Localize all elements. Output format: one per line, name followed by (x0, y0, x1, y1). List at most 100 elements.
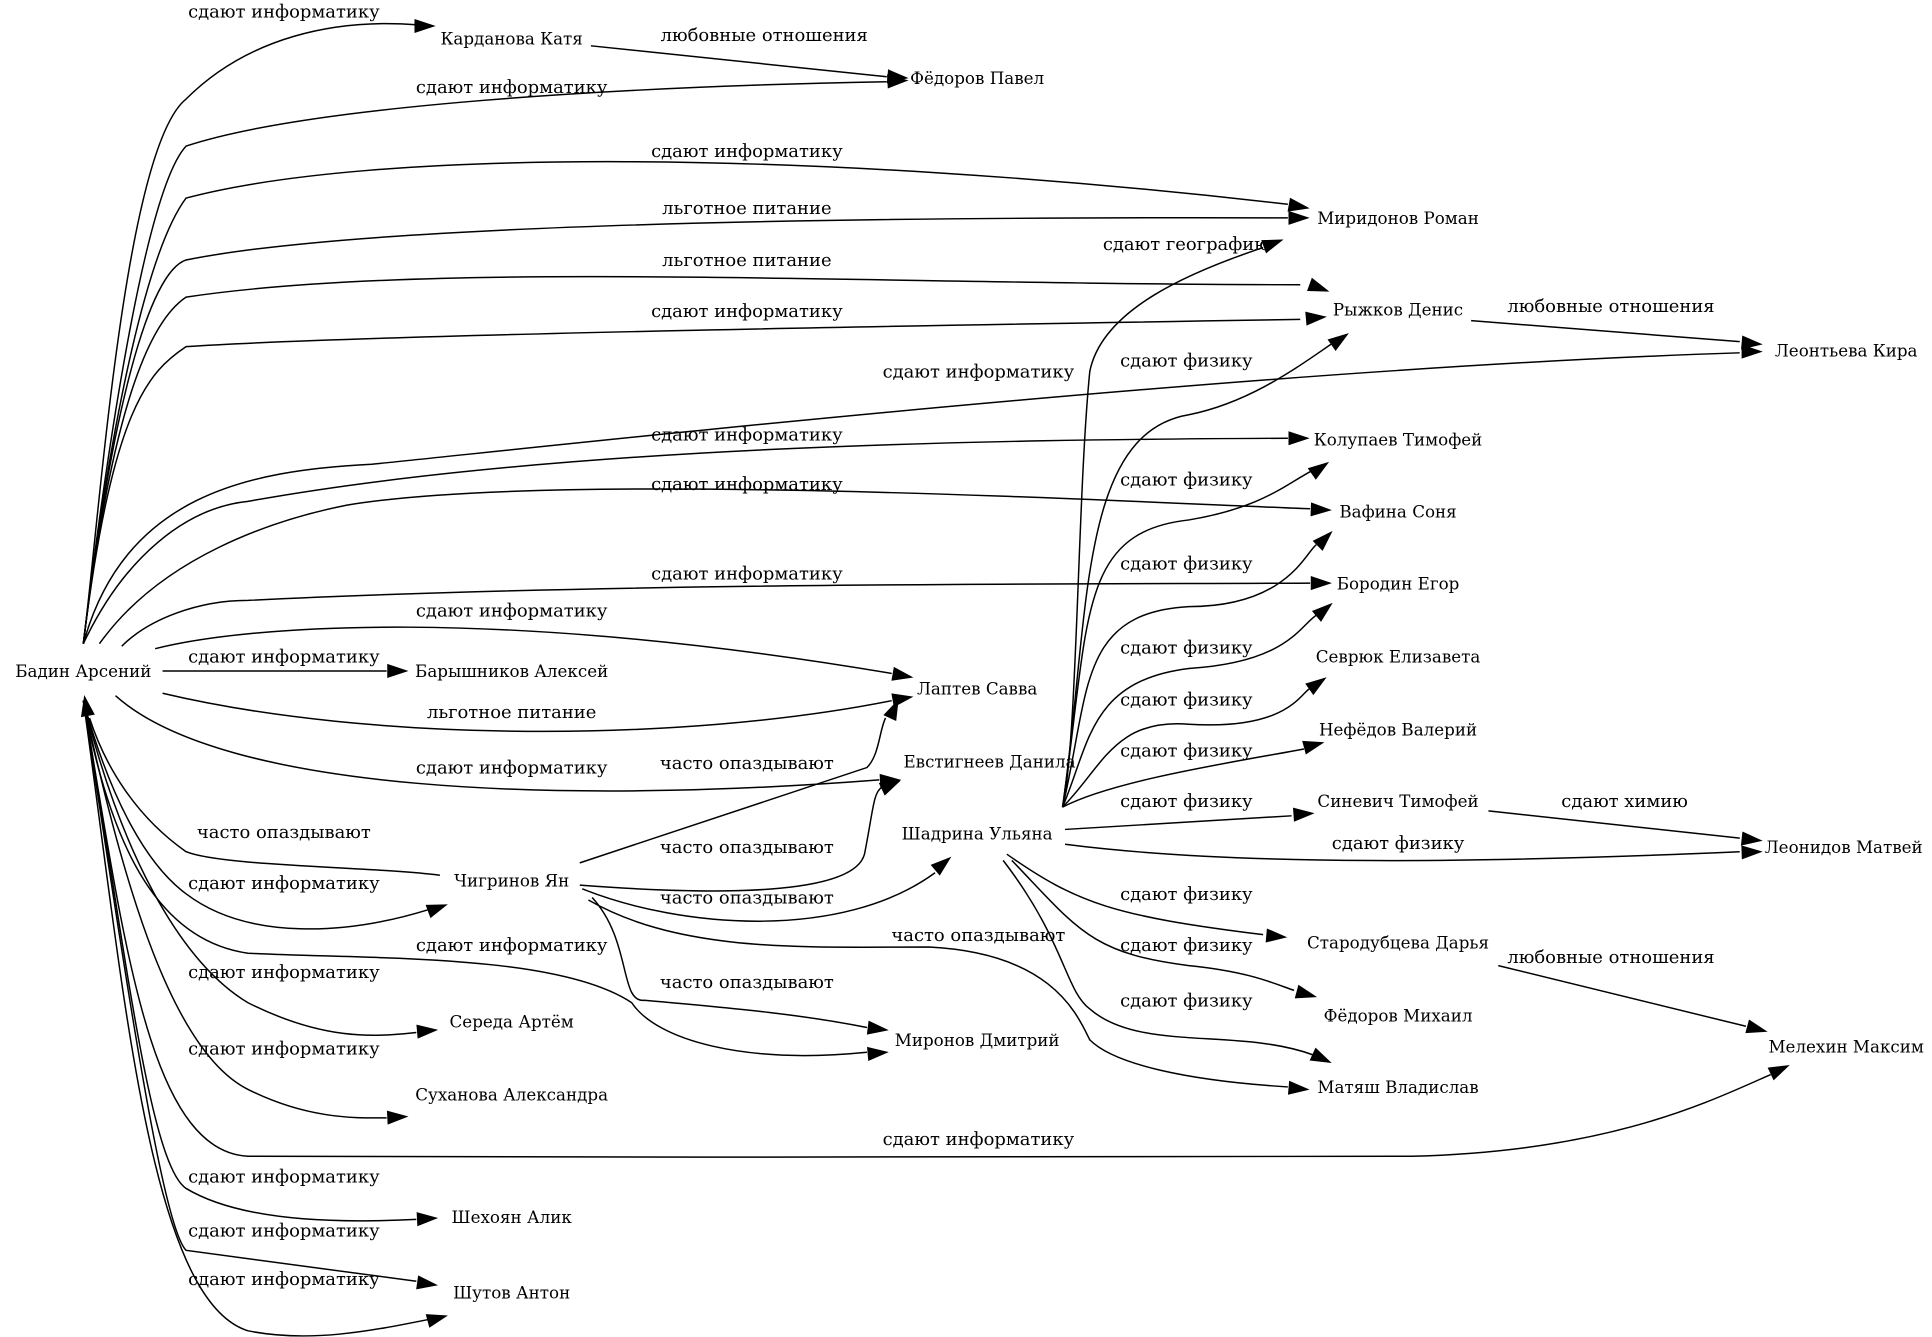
edge-label: сдают информатику (883, 1129, 1075, 1150)
edge-label: сдают информатику (651, 425, 843, 446)
edge-line (1061, 246, 1264, 808)
edge-chigrinov-shadrina (581, 856, 952, 922)
edge-badin-ryzhkov (82, 275, 1330, 644)
node-shekhoyan: Шехоян Алик (452, 1207, 573, 1227)
edge-label: сдают физику (1120, 690, 1253, 711)
edge-label: сдают физику (1120, 990, 1253, 1011)
edge-line (82, 700, 868, 1057)
node-vafina: Вафина Соня (1339, 501, 1456, 521)
node-melekhin: Мелехин Максим (1768, 1036, 1923, 1056)
arrowhead-icon (1287, 197, 1310, 212)
edge-label: часто опаздывают (660, 888, 834, 909)
edge-line (1062, 687, 1311, 808)
edge-line (1061, 343, 1332, 808)
edge-line (1011, 859, 1295, 992)
edge-label: сдают информатику (188, 1, 380, 22)
arrowhead-icon (386, 1110, 409, 1125)
arrowhead-icon (878, 780, 901, 796)
edge-line (82, 700, 417, 1222)
edge-label: льготное питание (662, 198, 831, 219)
edge-shadrina-leonidov (1064, 843, 1763, 862)
edge-badin-kolupaev (82, 431, 1310, 645)
edge-badin-shekhoyan (82, 700, 439, 1227)
edge-badin-borodin (121, 576, 1332, 647)
arrowhead-icon (1310, 576, 1332, 591)
edge-badin-miridonov (82, 210, 1310, 644)
edge-badin-miridonov (82, 160, 1310, 644)
edge-shadrina-vafina (1061, 530, 1333, 808)
edge-badin-melekhin (82, 700, 1790, 1158)
edge-label: сдают физику (1120, 469, 1253, 490)
edge-label: любовные отношения (661, 25, 868, 46)
arrowhead-icon (1307, 277, 1330, 292)
arrowhead-icon (416, 1024, 439, 1039)
edge-line (82, 700, 417, 1036)
edge-line (82, 80, 887, 644)
edge-line (82, 700, 387, 1119)
edge-line (115, 695, 880, 792)
edge-line (82, 22, 417, 644)
edge-label: часто опаздывают (891, 925, 1065, 946)
edge-shadrina-kolupaev (1061, 461, 1330, 808)
edge-badin-sukhanova (82, 700, 409, 1125)
arrowhead-icon (1288, 431, 1310, 446)
edge-line (154, 626, 892, 675)
edge-badin-fedorov_p (82, 74, 909, 644)
edge-label: часто опаздывают (197, 822, 371, 843)
arrowhead-icon (867, 1046, 889, 1061)
edge-chigrinov-mironov (591, 897, 889, 1035)
edge-badin-mironov (82, 700, 889, 1061)
arrowhead-icon (425, 1314, 448, 1328)
edge-line (588, 899, 1288, 1088)
node-kardanova: Карданова Катя (440, 29, 582, 49)
edge-line (82, 437, 1288, 645)
node-barysh: Барышников Алексей (415, 661, 608, 681)
arrowhead-icon (887, 74, 909, 89)
edge-badin-barysh (162, 663, 409, 679)
arrowhead-icon (1265, 928, 1288, 943)
arrowhead-icon (1307, 461, 1330, 480)
arrowhead-icon (1311, 602, 1333, 622)
node-kolupaev: Колупаев Тимофей (1314, 430, 1483, 450)
arrowhead-icon (1767, 1065, 1790, 1081)
edge-shadrina-starodub (1006, 853, 1288, 943)
arrowhead-icon (416, 1275, 439, 1290)
node-leonidov: Леонидов Матвей (1765, 837, 1923, 857)
arrowhead-icon (1261, 239, 1284, 254)
edge-label: сдают информатику (188, 1039, 380, 1060)
edge-label: сдают физику (1120, 638, 1253, 659)
edge-line (82, 352, 1740, 644)
edge-line (1471, 319, 1740, 343)
edge-chigrinov-matyash (588, 899, 1310, 1095)
arrowhead-icon (1287, 1080, 1310, 1095)
edge-label: сдают информатику (188, 1221, 380, 1242)
arrowhead-icon (1745, 1019, 1768, 1034)
node-starodub: Стародубцева Дарья (1307, 932, 1489, 952)
edge-label: сдают физику (1120, 791, 1253, 812)
node-mironov: Миронов Дмитрий (895, 1030, 1060, 1050)
edge-badin-shutov (82, 700, 448, 1337)
node-sukhanova: Суханова Александра (415, 1085, 608, 1105)
edge-badin-kardanova (82, 18, 436, 644)
arrowhead-icon (1741, 344, 1763, 359)
edge-badin-shutov (82, 700, 439, 1290)
edge-label: сдают физику (1120, 350, 1253, 371)
edge-label: сдают информатику (651, 563, 843, 584)
node-shutov: Шутов Антон (453, 1283, 570, 1303)
node-chigrinov: Чигринов Ян (454, 870, 569, 890)
node-nefedov: Нефёдов Валерий (1319, 719, 1477, 739)
edge-line (581, 872, 936, 922)
edge-line (1498, 964, 1747, 1027)
node-evstigneev: Евстигнеев Данила (903, 752, 1075, 772)
arrowhead-icon (1305, 677, 1327, 696)
node-laptev: Лаптев Савва (917, 678, 1037, 698)
edge-label: сдают информатику (416, 601, 608, 622)
edge-label: сдают информатику (651, 474, 843, 495)
edge-chigrinov-laptev (579, 698, 899, 864)
arrowhead-icon (414, 18, 436, 34)
edge-shadrina-miridonov (1061, 239, 1284, 808)
edge-label: льготное питание (427, 702, 596, 723)
arrowhead-icon (425, 904, 448, 919)
edge-badin-chigrinov (82, 700, 448, 930)
